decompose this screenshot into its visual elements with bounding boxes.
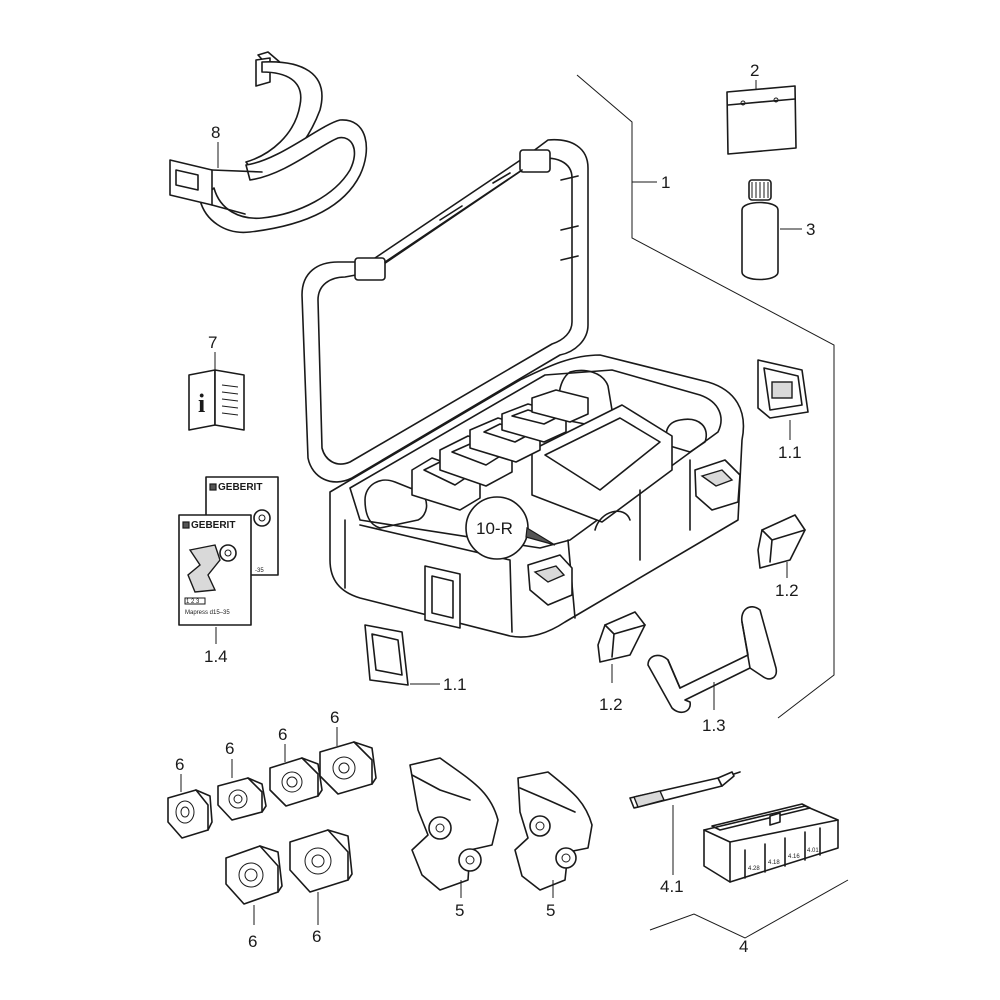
callout-10r-label: 10-R [476,519,513,538]
latch-right [757,514,806,569]
manual-label: 7 [208,333,217,352]
insert-c-label: 6 [278,725,287,744]
press-insert-a [167,789,213,839]
insert-a-label: 6 [175,755,184,774]
case-label: 1 [661,173,670,192]
gauge-mark-2: 4.18 [768,860,780,866]
guide-brand-front: GEBERIT [191,520,235,531]
press-insert-e [225,845,283,905]
press-insert-b [217,777,267,821]
guide-icons: 1 2 3 [186,599,200,605]
insert-d-label: 6 [330,708,339,727]
holder-right-label: 1.1 [778,443,802,462]
marker-label: 4.1 [660,877,684,896]
insert-e-label: 6 [248,932,257,951]
press-insert-c [269,757,323,807]
kit-bracket-line [576,74,835,719]
gauge-mark-3: 4.16 [788,854,800,860]
svg-text:i: i [198,389,205,418]
guide-brand-back: GEBERIT [218,482,262,493]
holder-bottom [364,624,409,686]
handle-label: 1.3 [702,716,726,735]
gauge-mark-4: 4.01 [807,848,819,854]
sign-holder [726,85,797,155]
gauge-mark-1: 4.28 [748,866,760,872]
latch-right-label: 1.2 [775,581,799,600]
guide-model: Mapress d15–35 [185,610,230,616]
press-insert-d [319,741,377,795]
guide-range-back: -35 [255,568,264,574]
gauge-label: 4 [739,937,748,956]
manual-book-icon: i [188,369,245,431]
press-jaw-a [409,757,499,891]
holder-right [757,359,809,419]
marker-pen [629,771,741,809]
carrying-case [301,139,745,638]
jaw-b-label: 5 [546,901,555,920]
sign-holder-label: 2 [750,61,759,80]
insert-b-label: 6 [225,739,234,758]
quick-guide-cards: GEBERIT -35 GEBERIT 1 2 3 Mapress d15–35 [178,476,279,626]
strap-label: 8 [211,123,220,142]
press-jaw-b [514,771,593,891]
shoulder-strap [169,51,368,234]
latch-bottom-label: 1.2 [599,695,623,714]
press-insert-f [289,829,353,893]
insert-f-label: 6 [312,927,321,946]
latch-bottom [597,611,646,663]
carry-handle [647,606,778,714]
holder-bottom-label: 1.1 [443,675,467,694]
oil-bottle [741,179,779,281]
guide-label: 1.4 [204,647,228,666]
bottle-label: 3 [806,220,815,239]
jaw-a-label: 5 [455,901,464,920]
insertion-depth-gauge: 4.28 4.18 4.16 4.01 [703,803,839,883]
callout-10r: 10-R [465,496,556,560]
accessory-bracket-line [649,879,849,939]
